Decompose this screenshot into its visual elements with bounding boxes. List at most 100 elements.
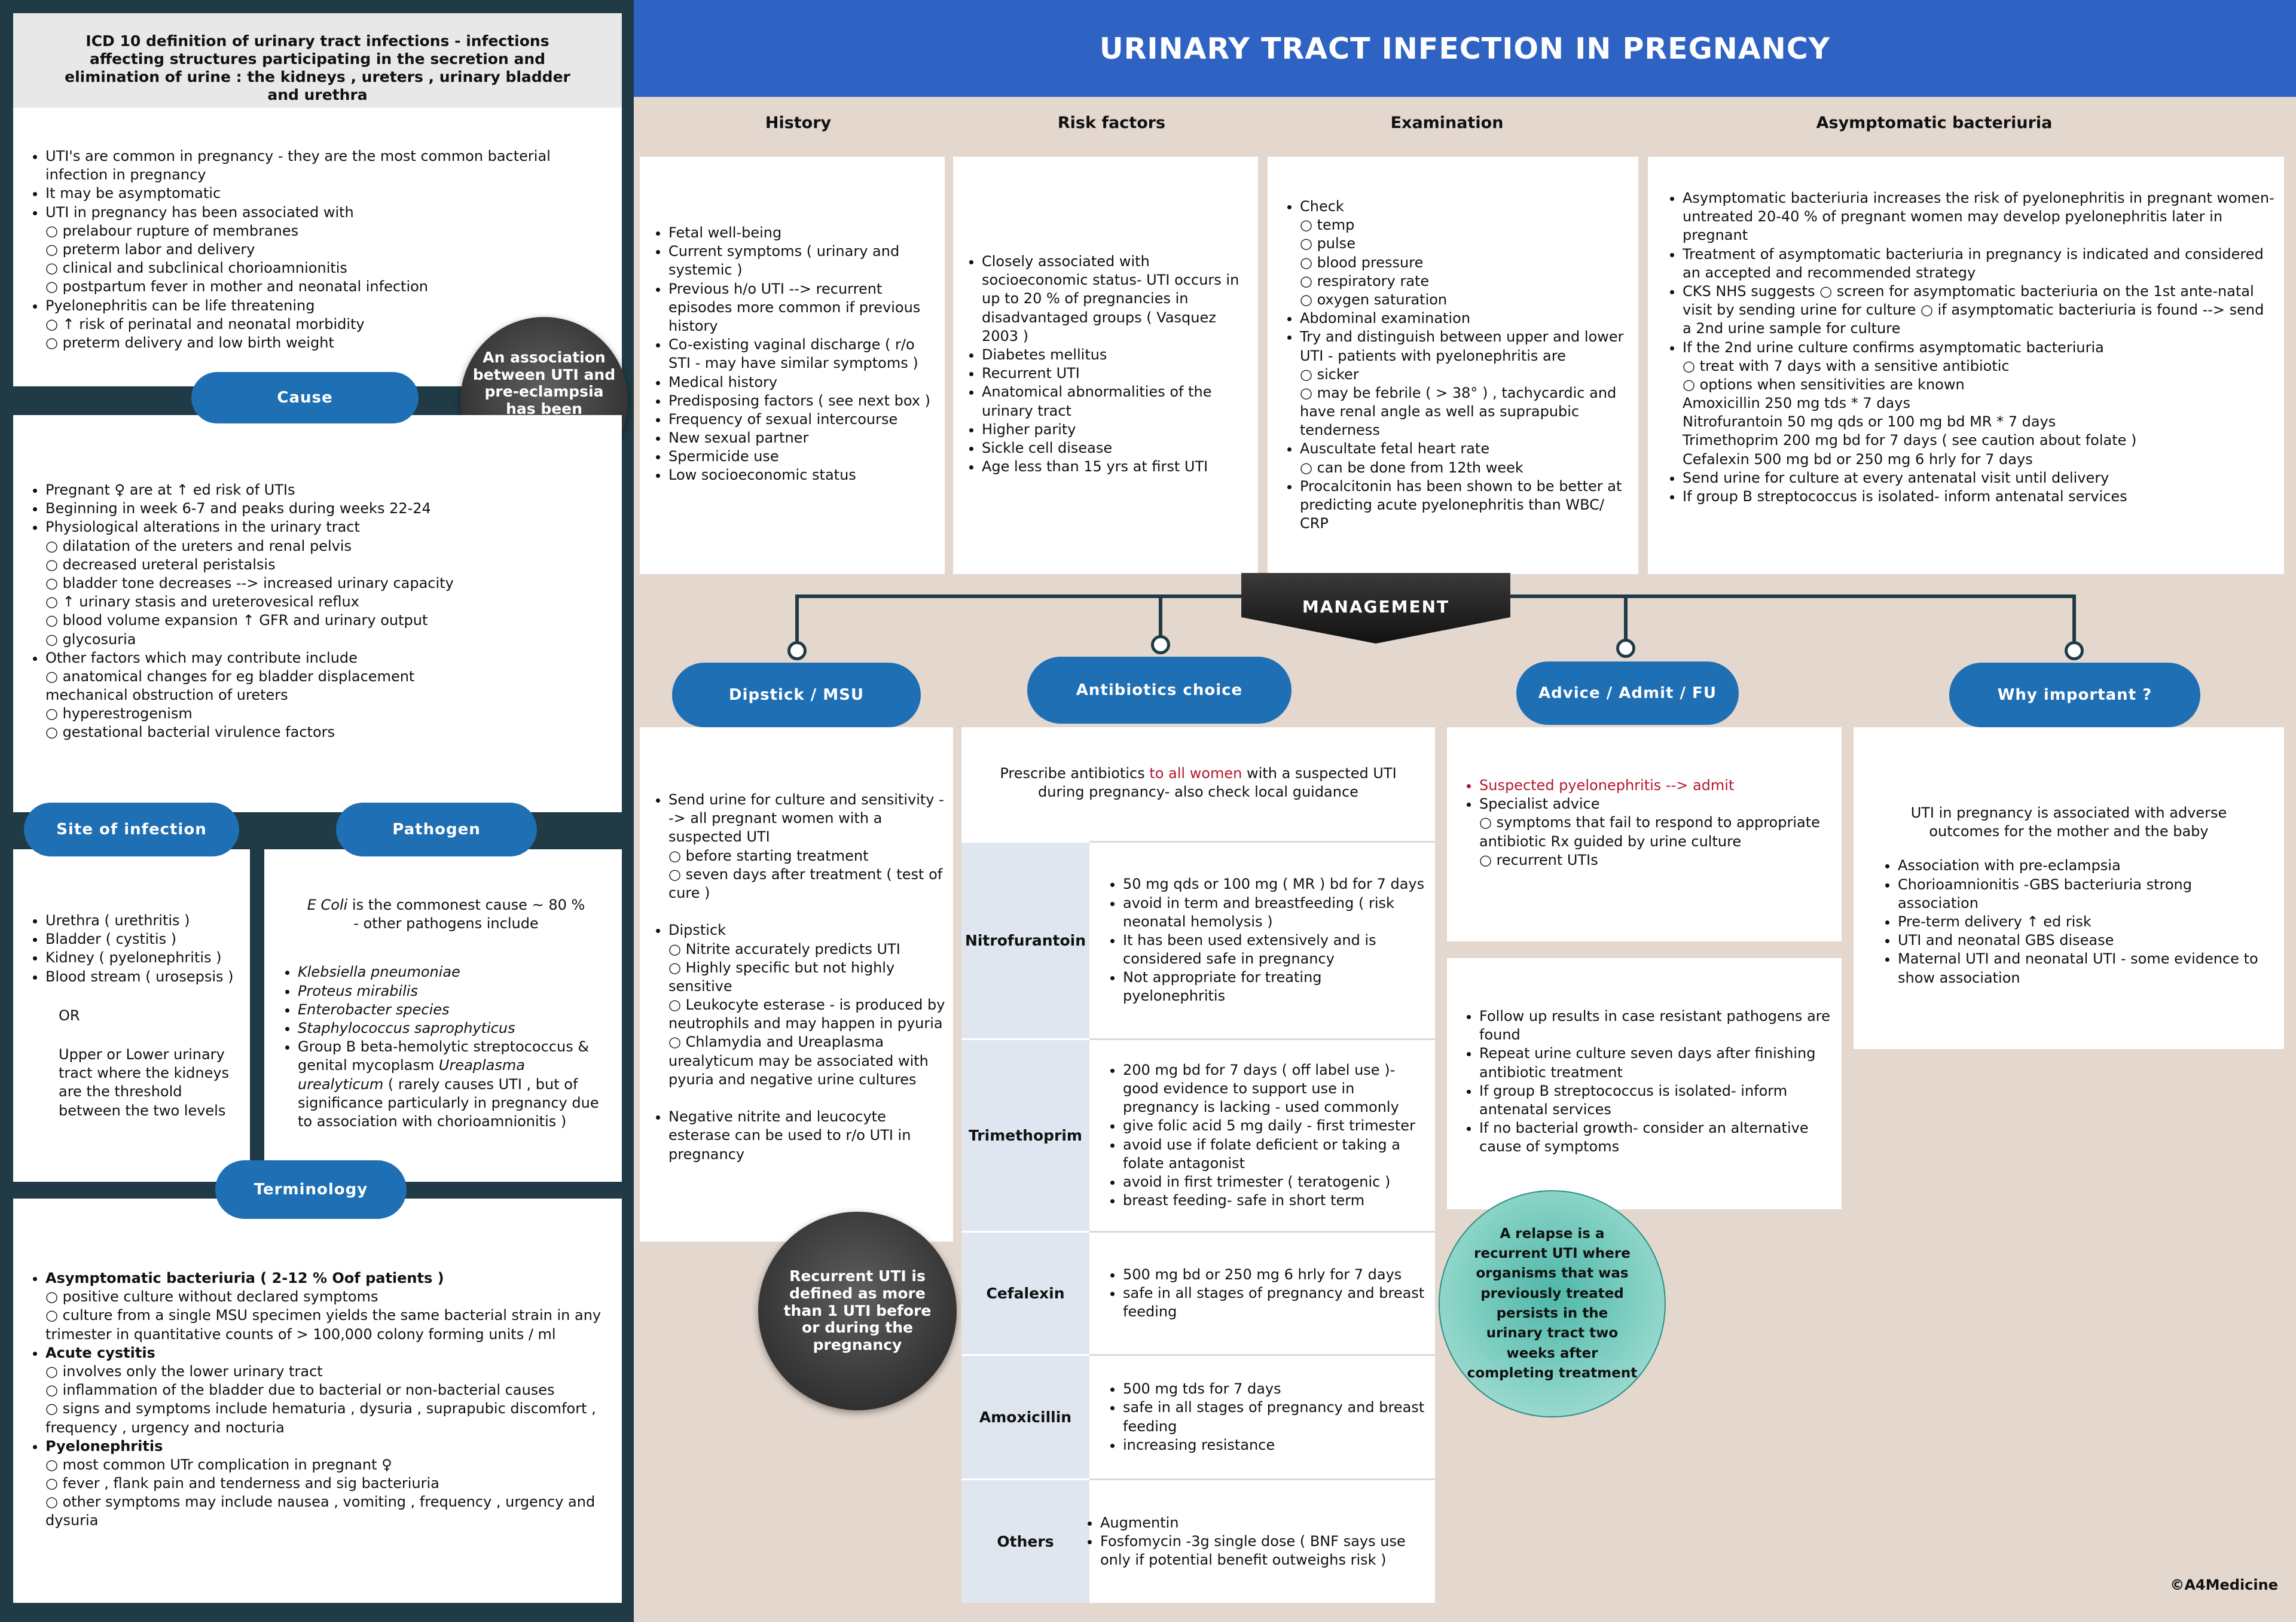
list-item: ○ blood volume expansion ↑ GFR and urina…	[45, 612, 428, 629]
antibiotic-name-cell: Trimethoprim	[961, 1038, 1089, 1231]
terminology-pill: Terminology	[215, 1160, 407, 1219]
list-item: ○ blood pressure	[1300, 254, 1424, 271]
list-item: ○ decreased ureteral peristalsis	[45, 556, 276, 573]
terminology-item: ○ other symptoms may include nausea , vo…	[45, 1493, 596, 1529]
list-item: ○ gestational bacterial virulence factor…	[45, 724, 335, 741]
icd-definition-box: ICD 10 definition of urinary tract infec…	[13, 13, 622, 108]
icd-definition-text: ICD 10 definition of urinary tract infec…	[65, 32, 570, 103]
list-item: mechanical obstruction of ureters	[45, 687, 288, 704]
antibiotic-detail: It has been used extensively and is cons…	[1123, 931, 1428, 968]
list-item: It may be asymptomatic	[45, 184, 616, 203]
risk-header: Risk factors	[1057, 114, 1166, 132]
why-intro: UTI in pregnancy is associated with adve…	[1910, 804, 2227, 840]
list-item: Medical history	[668, 373, 940, 392]
list-item: ○ treat with 7 days with a sensitive ant…	[1683, 357, 2010, 374]
list-item: Asymptomatic bacteriuria increases the r…	[1683, 189, 2276, 245]
list-item: Diabetes mellitus	[982, 346, 1251, 364]
terminology-heading: Asymptomatic bacteriuria ( 2-12 % Oof pa…	[45, 1269, 613, 1288]
list-item: Amoxicillin 250 mg tds * 7 days	[1683, 395, 1910, 412]
pathogen-pill: Pathogen	[336, 803, 537, 856]
list-item: ○ can be done from 12th week	[1300, 459, 1523, 476]
antibiotic-details-list: 500 mg tds for 7 dayssafe in all stages …	[1089, 1380, 1428, 1455]
list-item: Auscultate fetal heart rate	[1300, 440, 1630, 458]
list-item: ○ preterm delivery and low birth weight	[45, 334, 334, 351]
dipstick-pill: Dipstick / MSU	[672, 663, 921, 727]
title-bar: URINARY TRACT INFECTION IN PREGNANCY	[634, 0, 2296, 97]
terminology-item: ○ positive culture without declared symp…	[45, 1288, 378, 1306]
antibiotic-detail: 200 mg bd for 7 days ( off label use )- …	[1123, 1061, 1428, 1117]
list-item: Current symptoms ( urinary and systemic …	[668, 242, 940, 279]
list-item: Closely associated with socioeconomic st…	[982, 252, 1251, 346]
antibiotic-detail: Augmentin	[1100, 1514, 1428, 1532]
list-item: Beginning in week 6-7 and peaks during w…	[45, 499, 616, 518]
list-item: ○ recurrent UTIs	[1479, 851, 1598, 868]
list-item: Nitrofurantoin 50 mg qds or 100 mg bd MR…	[1683, 413, 2056, 431]
list-item: Association with pre-eclampsia	[1898, 856, 2272, 875]
gbs-note-text: ( rarely causes UTI , but of significanc…	[298, 1075, 599, 1130]
antibiotic-name-cell: Nitrofurantoin	[961, 841, 1089, 1038]
list-item: Fetal well-being	[668, 224, 940, 242]
antibiotic-name: Trimethoprim	[969, 1127, 1082, 1144]
list-item: ○ temp	[1300, 217, 1355, 234]
followup-list: Follow up results in case resistant path…	[1460, 1007, 1836, 1157]
advice-list: Suspected pyelonephritis --> admit	[1460, 776, 1836, 795]
antibiotics-intro-box: Prescribe antibiotics to all women with …	[961, 727, 1435, 841]
pathogen-label: Pathogen	[392, 821, 481, 839]
list-item: Sickle cell disease	[982, 439, 1251, 458]
pathogen-item: Klebsiella pneumoniae	[298, 963, 613, 981]
list-item: ○ seven days after treatment ( test of c…	[668, 865, 943, 901]
site-label: Site of infection	[56, 821, 207, 839]
list-item: ○ ↑ urinary stasis and ureterovesical re…	[45, 593, 359, 611]
list-item: New sexual partner	[668, 429, 940, 447]
antibiotic-details-list: 500 mg bd or 250 mg 6 hrly for 7 dayssaf…	[1089, 1266, 1428, 1322]
list-item: ○ clinical and subclinical chorioamnioni…	[45, 260, 347, 277]
pathogen-box: E Coli is the commonest cause ~ 80 % - o…	[264, 849, 622, 1182]
antibiotic-details-cell: 50 mg qds or 100 mg ( MR ) bd for 7 days…	[1089, 841, 1435, 1038]
connector-advice	[1624, 594, 1628, 642]
list-item: Trimethoprim 200 mg bd for 7 days ( see …	[1683, 432, 2137, 449]
antibiotic-detail: give folic acid 5 mg daily - first trime…	[1123, 1117, 1428, 1135]
antibiotic-name: Nitrofurantoin	[964, 932, 1086, 949]
list-item: If no bacterial growth- consider an alte…	[1479, 1119, 1836, 1156]
list-item: Pregnant ♀ are at ↑ ed risk of UTIs	[45, 481, 616, 499]
list-item: Blood stream ( urosepsis )	[45, 968, 245, 986]
list-item: Physiological alterations in the urinary…	[45, 518, 616, 536]
terminology-heading: Pyelonephritis	[45, 1437, 613, 1456]
list-item	[668, 903, 947, 921]
list-item: Kidney ( pyelonephritis )	[45, 949, 245, 967]
connector-why	[2072, 594, 2076, 645]
cause-label: Cause	[277, 389, 333, 407]
antibiotic-details-cell: AugmentinFosfomycin -3g single dose ( BN…	[1089, 1478, 1435, 1603]
followup-box: Follow up results in case resistant path…	[1447, 958, 1842, 1209]
site-upper-lower: Upper or Lower urinary tract where the k…	[59, 1045, 230, 1119]
antibiotics-pill: Antibiotics choice	[1027, 657, 1292, 724]
why-label: Why important ?	[1997, 686, 2152, 704]
list-item: ○ ↑ risk of perinatal and neonatal morbi…	[45, 315, 365, 333]
antibiotics-label: Antibiotics choice	[1076, 681, 1243, 699]
terminology-list: Asymptomatic bacteriuria ( 2-12 % Oof pa…	[26, 1269, 613, 1530]
dipstick-label: Dipstick / MSU	[729, 686, 864, 704]
antibiotic-detail: avoid in first trimester ( teratogenic )	[1123, 1173, 1428, 1191]
antibiotic-details-list: 200 mg bd for 7 days ( off label use )- …	[1089, 1061, 1428, 1211]
antibiotic-name: Amoxicillin	[979, 1408, 1072, 1426]
list-item: Higher parity	[982, 420, 1251, 439]
antibiotic-name: Cefalexin	[986, 1285, 1065, 1302]
antibiotic-detail: safe in all stages of pregnancy and brea…	[1123, 1284, 1428, 1321]
list-item: Dipstick	[668, 921, 947, 940]
list-item: Negative nitrite and leucocyte esterase …	[668, 1108, 947, 1164]
pathogen-gbs-item: Group B beta-hemolytic streptococcus & g…	[298, 1038, 613, 1131]
risk-list: Closely associated with socioeconomic st…	[963, 252, 1251, 476]
list-item: UTI in pregnancy has been associated wit…	[45, 203, 616, 222]
list-item: ○ oxygen saturation	[1300, 291, 1448, 308]
list-item: ○ respiratory rate	[1300, 272, 1430, 289]
advice-list-rest: Specialist advice○ symptoms that fail to…	[1460, 795, 1836, 870]
list-item: Previous h/o UTI --> recurrent episodes …	[668, 280, 940, 336]
list-item: Try and distinguish between upper and lo…	[1300, 328, 1630, 365]
cause-box: Pregnant ♀ are at ↑ ed risk of UTIsBegin…	[13, 415, 622, 812]
site-pill: Site of infection	[24, 803, 239, 856]
list-item: Age less than 15 yrs at first UTI	[982, 458, 1251, 476]
list-item: CKS NHS suggests ○ screen for asymptomat…	[1683, 282, 2276, 339]
list-item: Abdominal examination	[1300, 309, 1630, 328]
pin-antibiotics	[1151, 635, 1170, 654]
ureaplasma-text: Ureaplasma urealyticum	[298, 1057, 525, 1093]
